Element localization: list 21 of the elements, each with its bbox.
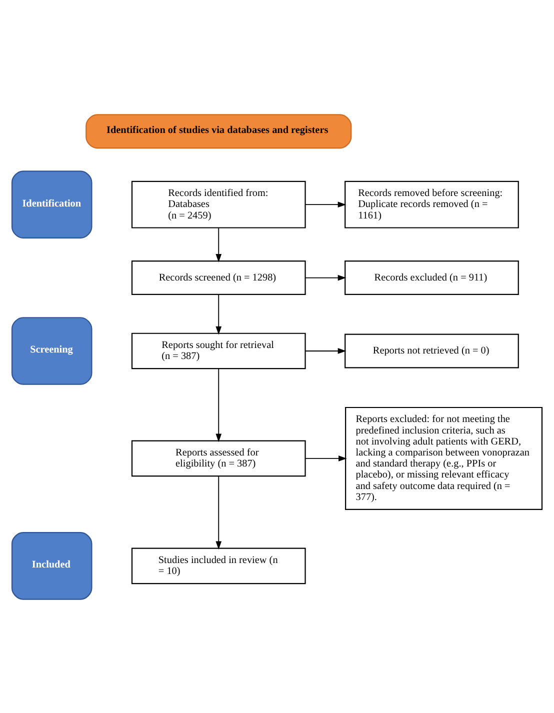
arrow — [216, 294, 222, 334]
node-box: Included — [11, 532, 92, 600]
node-box: Reports sought for retrieval (n = 387) — [131, 332, 306, 369]
node-box: Records identified from: Databases (n = 2459) — [131, 180, 306, 228]
arrow — [216, 475, 222, 550]
node-box: Reports not retrieved (n = 0) — [344, 333, 519, 368]
arrow — [216, 368, 222, 442]
arrow — [304, 348, 346, 354]
node-box: Screening — [11, 316, 92, 384]
node-box: Reports excluded: for not meeting the predefined inclusion criteria, such as not involving adult patients with GERD, lacking a comparison between vonoprazan and standard therapy (e.g., PPIs or placebo), or missing relevant efficacy and safety outcome data required (n = 377). — [345, 406, 543, 510]
node-box: Identification of studies via databases and registers — [86, 114, 352, 148]
node-box: Reports assessed for eligibility (n = 387) — [131, 440, 306, 476]
arrow — [216, 227, 222, 262]
arrow — [304, 455, 347, 461]
node-box: Records removed before screening: Duplicate records removed (n = 1161) — [344, 180, 519, 228]
node-box: Records excluded (n = 911) — [344, 260, 519, 295]
arrow — [304, 201, 346, 207]
node-box: Records screened (n = 1298) — [131, 260, 306, 295]
node-box: Studies included in review (n = 10) — [131, 547, 306, 584]
node-box: Identification — [11, 170, 92, 238]
arrow — [304, 274, 346, 280]
